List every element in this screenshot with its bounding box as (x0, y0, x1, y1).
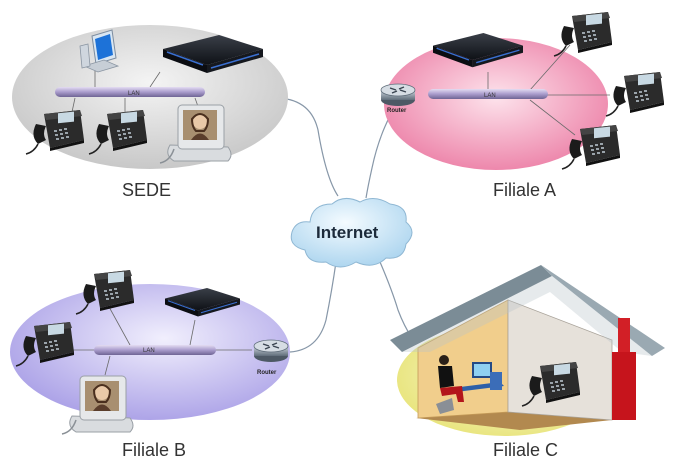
filiale-a-lan-bar (428, 89, 548, 99)
filiale-b-label: Filiale B (122, 440, 186, 460)
sede-lan-bar (55, 87, 205, 97)
filiale-b-lan-bar (94, 345, 216, 355)
site-filiale-b: LAN Router Filiale B (10, 269, 290, 460)
link-filiale-c-internet (379, 261, 413, 339)
sede-lan-label: LAN (128, 91, 140, 97)
sede-computer-icon (79, 29, 120, 73)
filiale-a-ellipse (384, 38, 608, 170)
site-filiale-c: Filiale C (390, 265, 665, 460)
cloud-icon (290, 198, 413, 268)
filiale-a-phone-1-icon (553, 11, 613, 57)
filiale-a-phone-2-icon (605, 71, 665, 117)
filiale-a-lan-links (487, 44, 610, 136)
site-filiale-a: LAN Router Filiale A (380, 11, 665, 200)
link-sede-internet (269, 97, 339, 197)
filiale-a-router-icon (380, 83, 416, 107)
sede-label: SEDE (122, 180, 171, 200)
filiale-c-label: Filiale C (493, 440, 558, 460)
site-sede: LAN SEDE (12, 25, 288, 200)
filiale-a-label: Filiale A (493, 180, 556, 200)
filiale-b-router-icon (253, 339, 289, 363)
filiale-a-router-label: Router (387, 108, 407, 114)
filiale-a-lan-label: LAN (484, 93, 496, 99)
filiale-b-lan-label: LAN (143, 348, 155, 354)
filiale-b-router-label: Router (257, 370, 277, 376)
link-filiale-b-internet (289, 261, 337, 353)
house-icon (390, 265, 665, 430)
internet-label: Internet (316, 223, 379, 242)
filiale-b-lan-links (72, 304, 252, 376)
internet-cloud: Internet (290, 198, 413, 268)
